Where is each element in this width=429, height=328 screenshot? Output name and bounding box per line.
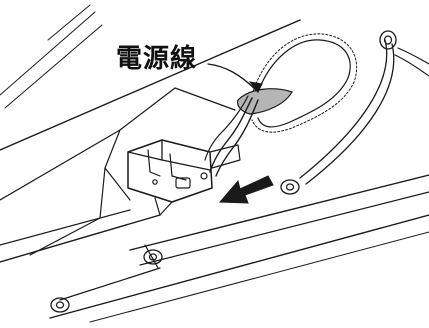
removal-direction-arrow — [218, 175, 274, 204]
callout-leader — [207, 63, 263, 93]
mounting-screw-top — [379, 30, 397, 50]
power-cable-label: 電源線 — [116, 44, 198, 74]
ceiling-lines — [0, 4, 103, 109]
mounting-screw-left — [143, 249, 163, 265]
mounting-screw-bottom — [50, 297, 70, 313]
mounting-screw-mid — [280, 179, 300, 195]
fixture-body — [0, 19, 301, 263]
side-cable — [299, 39, 429, 185]
terminal-block — [127, 139, 241, 216]
cable-gasket — [251, 33, 358, 133]
mounting-rail — [49, 174, 429, 323]
